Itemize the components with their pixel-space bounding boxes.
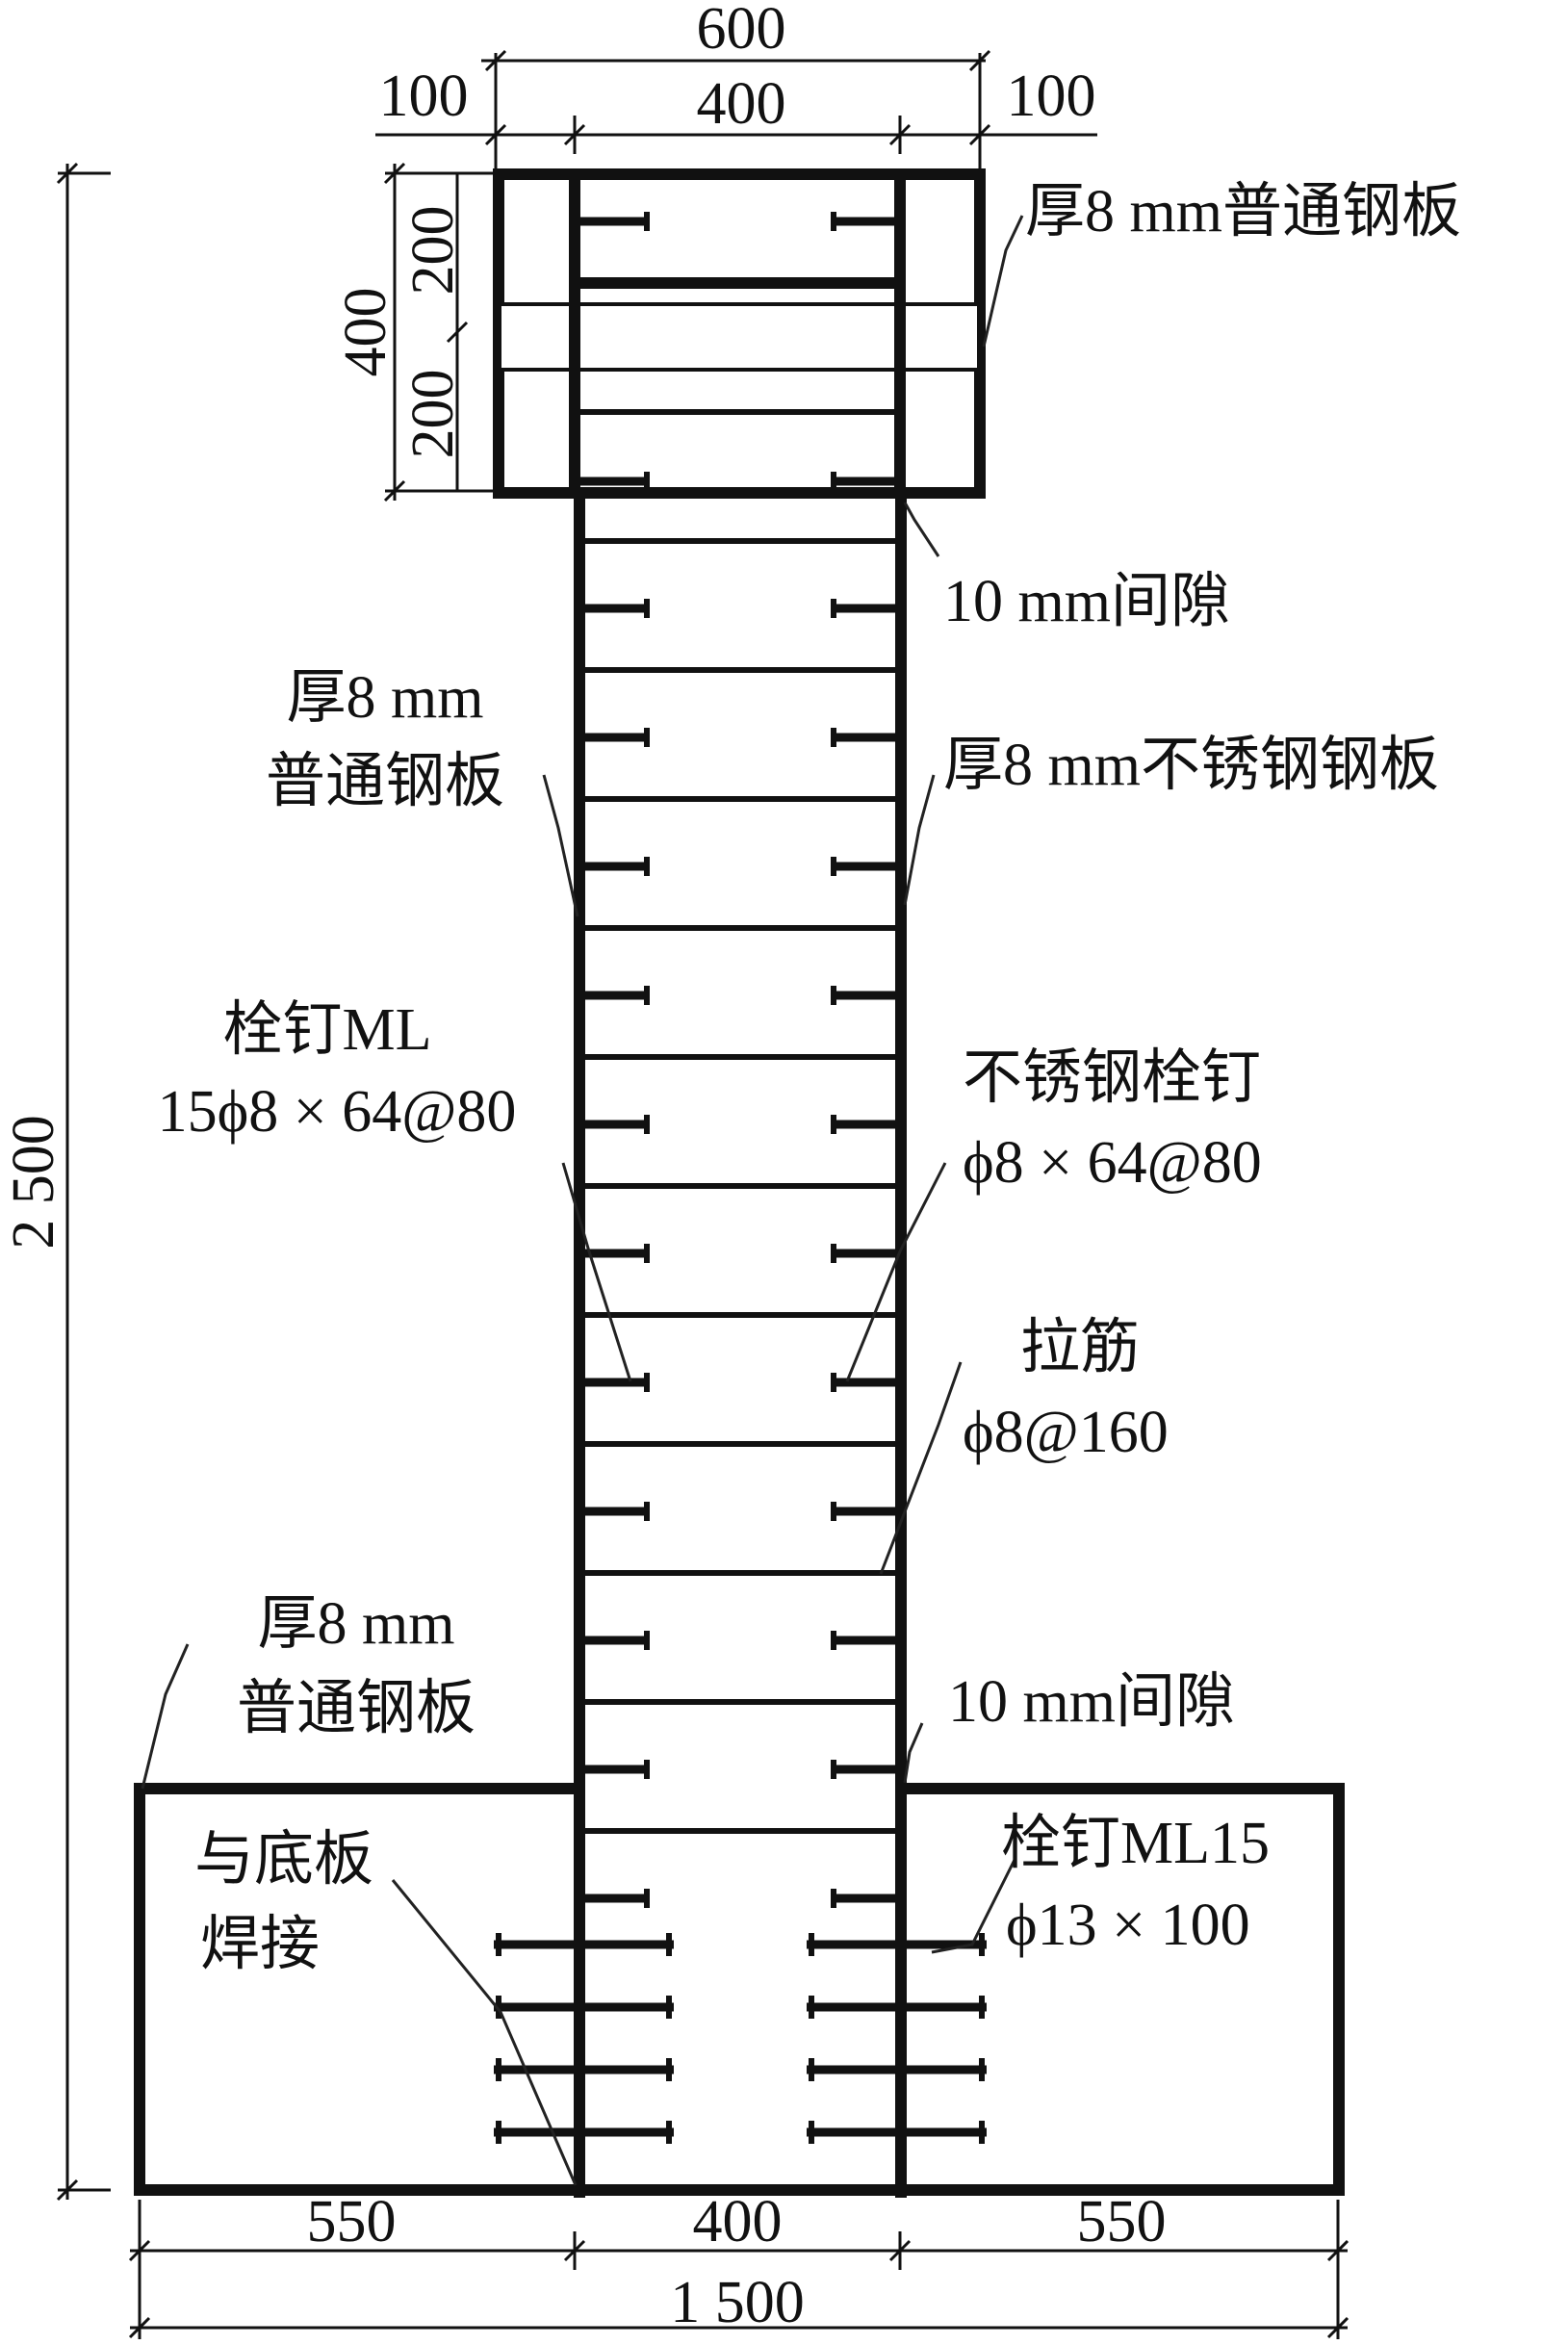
label-base-stud-line2: ϕ13 × 100 — [1006, 1893, 1250, 1958]
dim-base-overall: 1 500 — [670, 2270, 805, 2335]
label-right-stud-line1: 不锈钢栓钉 — [963, 1045, 1261, 1111]
dim-top-right-edge: 100 — [1007, 64, 1096, 129]
tie-bars — [579, 409, 901, 1834]
label-weld-line1: 与底板 — [194, 1827, 373, 1893]
dim-base-middle: 400 — [693, 2189, 783, 2255]
leader-left-stud — [561, 1162, 632, 1382]
label-gap-bottom: 10 mm间隙 — [948, 1669, 1235, 1735]
dim-cap-lower: 200 — [400, 370, 466, 459]
label-gap-top: 10 mm间隙 — [943, 569, 1230, 634]
tick — [1326, 2239, 1350, 2262]
label-base-stud-line1: 栓钉ML15 — [1001, 1811, 1270, 1876]
tick — [128, 2316, 151, 2339]
tick — [128, 2239, 151, 2262]
label-tie-line1: 拉筋 — [1020, 1315, 1140, 1380]
dim-top-left-edge: 100 — [379, 64, 469, 129]
leader-gap-bottom — [903, 1722, 924, 1784]
leader-left-plate — [542, 774, 579, 917]
tick — [888, 123, 912, 146]
dim-top-middle: 400 — [697, 71, 786, 137]
dim-cap-height: 400 — [333, 288, 398, 377]
leader-base-stud — [931, 1857, 1017, 1954]
tick — [1326, 2316, 1350, 2339]
dim-cap-upper: 200 — [400, 206, 466, 296]
tick — [968, 123, 991, 146]
leader-tie-bar — [879, 1361, 963, 1575]
tick — [563, 2239, 586, 2262]
tick — [563, 123, 586, 146]
label-base-plate-line2: 普通钢板 — [237, 1676, 476, 1741]
dim-base-right: 550 — [1077, 2189, 1167, 2255]
left-dimensions: 400 200 200 2 500 — [1, 162, 496, 2202]
tick — [56, 2178, 79, 2202]
label-right-stud-line2: ϕ8 × 64@80 — [963, 1130, 1262, 1196]
dim-total-height: 2 500 — [1, 1115, 66, 1250]
leader-lines — [141, 215, 1024, 2186]
tick — [484, 123, 507, 146]
tick — [383, 479, 406, 502]
specimen-structure — [134, 168, 1345, 2198]
label-tie-line2: ϕ8@160 — [963, 1400, 1169, 1465]
tick — [484, 49, 507, 72]
label-weld-line2: 焊接 — [200, 1912, 320, 1977]
leader-top-plate — [982, 215, 1024, 348]
dim-base-left: 550 — [307, 2189, 397, 2255]
label-right-plate: 厚8 mm不锈钢钢板 — [943, 733, 1439, 798]
leader-gap-top — [903, 502, 940, 557]
wall-studs — [579, 212, 901, 1908]
tick — [888, 2239, 912, 2262]
leader-right-stud — [845, 1162, 947, 1382]
top-dimensions: 600 100 400 100 — [375, 0, 1097, 171]
dim-top-overall: 600 — [697, 0, 786, 62]
leader-right-plate — [903, 774, 936, 906]
leader-base-plate — [141, 1643, 190, 1790]
tick — [446, 321, 469, 344]
label-left-stud-line2: 15ϕ8 × 64@80 — [158, 1079, 517, 1145]
tick — [968, 49, 991, 72]
base-studs — [494, 1933, 987, 2144]
base-block — [134, 1783, 1345, 2196]
leader-weld — [391, 1879, 578, 2186]
annotations: 厚8 mm普通钢板 10 mm间隙 厚8 mm 普通钢板 厚8 mm不锈钢钢板 … — [158, 179, 1461, 1977]
tick — [383, 162, 406, 185]
label-left-plate-line2: 普通钢板 — [266, 749, 504, 814]
bottom-dimensions: 550 400 550 1 500 — [128, 2189, 1350, 2339]
label-base-plate-line1: 厚8 mm — [258, 1591, 455, 1657]
label-top-plate: 厚8 mm普通钢板 — [1025, 179, 1461, 245]
tick — [56, 162, 79, 185]
label-left-stud-line1: 栓钉ML — [222, 997, 431, 1063]
label-left-plate-line1: 厚8 mm — [287, 665, 484, 731]
